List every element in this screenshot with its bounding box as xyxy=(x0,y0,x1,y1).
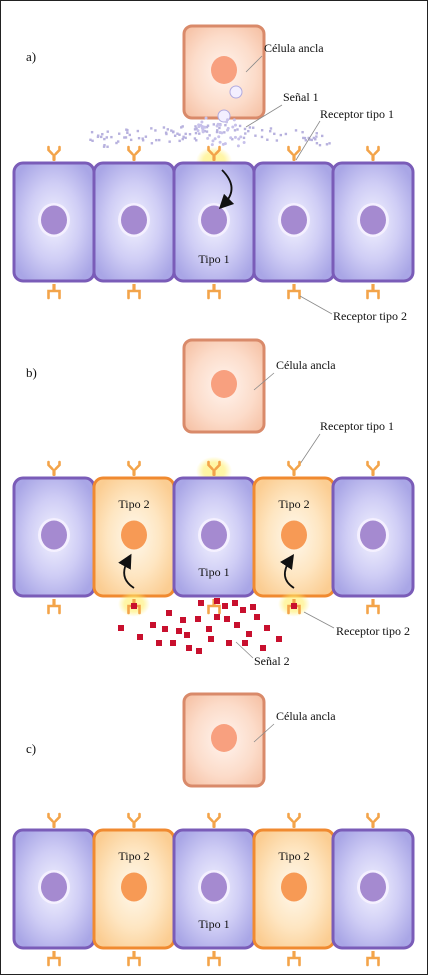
signal-1-leader xyxy=(245,104,283,128)
panel-a-receptor-top-5 xyxy=(366,145,380,161)
panel-c-receptor-top-1 xyxy=(47,812,61,828)
anchor-label-a: Célula ancla xyxy=(264,41,324,55)
panel-b-cell-4 xyxy=(252,476,336,598)
receptor-2-label-b: Receptor tipo 2 xyxy=(336,624,410,638)
receptor-1-label-a: Receptor tipo 1 xyxy=(320,107,394,121)
signal-arrow-a xyxy=(218,169,235,210)
panel-b-cell-2-label: Tipo 2 xyxy=(118,497,149,511)
panel-b-receptor-bottom-5 xyxy=(366,599,380,615)
panel-b-label: b) xyxy=(26,365,37,380)
panel-a-receptor-top-1 xyxy=(47,145,61,161)
panel-c-receptor-bottom-1 xyxy=(47,951,61,967)
panel-c-receptor-bottom-4 xyxy=(287,951,301,967)
signal-2-molecules xyxy=(118,598,282,654)
panel-a-receptor-bottom-3 xyxy=(207,284,221,300)
nucleus xyxy=(360,205,386,235)
nucleus xyxy=(121,520,147,550)
receptor-1-leader-a xyxy=(295,120,321,161)
signal-1-label: Señal 1 xyxy=(283,90,319,104)
anchor-leader-b xyxy=(253,372,275,391)
panel-a-cell-2 xyxy=(92,161,176,283)
receptor-2-leader-b xyxy=(303,611,335,629)
panel-a-receptor-bottom-5 xyxy=(366,284,380,300)
panel-c-cell-2-label: Tipo 2 xyxy=(118,849,149,863)
signal-2-leader xyxy=(235,641,254,659)
nucleus xyxy=(121,205,147,235)
panel-b-cell-3-label: Tipo 1 xyxy=(198,565,229,579)
signal-arrow-b-right xyxy=(280,554,295,589)
panel-a-label: a) xyxy=(26,49,36,64)
panel-a-cell-1 xyxy=(12,161,96,283)
signal-1-molecules xyxy=(89,116,331,148)
panel-c-receptor-bottom-5 xyxy=(366,951,380,967)
panel-c-label: c) xyxy=(26,741,36,756)
panel-b-receptor-top-2 xyxy=(127,460,141,476)
panel-b-receptor-top-5 xyxy=(366,460,380,476)
panel-b-receptor-top-1 xyxy=(47,460,61,476)
nucleus xyxy=(41,205,67,235)
panel-b-cell-2 xyxy=(92,476,176,598)
anchor-label-c: Célula ancla xyxy=(276,709,336,723)
panel-c-receptor-bottom-3 xyxy=(207,951,221,967)
nucleus xyxy=(201,205,227,235)
nucleus xyxy=(121,872,147,902)
anchor-leader-a xyxy=(245,55,263,73)
panel-b-receptor-top-3 xyxy=(207,460,221,476)
anchor-cell-c xyxy=(182,692,266,788)
receptor-2-leader-a xyxy=(299,295,333,315)
panel-c-cell-1 xyxy=(12,828,96,950)
nucleus xyxy=(41,872,67,902)
panel-a-cell-3-label: Tipo 1 xyxy=(198,252,229,266)
panel-c-receptor-top-4 xyxy=(287,812,301,828)
nucleus xyxy=(281,520,307,550)
receptor-2-label-a: Receptor tipo 2 xyxy=(333,309,407,323)
panel-c-receptor-top-3 xyxy=(207,812,221,828)
anchor-nucleus xyxy=(211,370,237,398)
nucleus xyxy=(360,520,386,550)
vesicle xyxy=(229,85,243,99)
panel-a-receptor-top-4 xyxy=(287,145,301,161)
nucleus xyxy=(201,520,227,550)
receptor-1-label-b: Receptor tipo 1 xyxy=(320,419,394,433)
panel-c-receptor-top-2 xyxy=(127,812,141,828)
panel-b-cell-5 xyxy=(331,476,415,598)
panel-b-cell-4-label: Tipo 2 xyxy=(278,497,309,511)
panel-a-cell-3 xyxy=(172,161,256,283)
anchor-cell-a xyxy=(182,24,266,120)
anchor-nucleus xyxy=(211,724,237,752)
anchor-label-b: Célula ancla xyxy=(276,358,336,372)
nucleus xyxy=(41,520,67,550)
panel-b-receptor-top-4 xyxy=(287,460,301,476)
panel-c-cell-4-label: Tipo 2 xyxy=(278,849,309,863)
panel-a-receptor-top-3 xyxy=(207,145,221,161)
nucleus xyxy=(360,872,386,902)
panel-c-cell-2 xyxy=(92,828,176,950)
panel-b-receptor-bottom-1 xyxy=(47,599,61,615)
panel-c-cell-3-label: Tipo 1 xyxy=(198,917,229,931)
panel-c-receptor-bottom-2 xyxy=(127,951,141,967)
panel-a-receptor-bottom-4 xyxy=(287,284,301,300)
nucleus xyxy=(281,205,307,235)
nucleus xyxy=(281,872,307,902)
panel-a-receptor-bottom-1 xyxy=(47,284,61,300)
panel-b-cell-1 xyxy=(12,476,96,598)
panel-c-receptor-top-5 xyxy=(366,812,380,828)
panel-a-cell-5 xyxy=(331,161,415,283)
signal-2-label: Señal 2 xyxy=(254,654,290,668)
panel-a-receptor-top-2 xyxy=(127,145,141,161)
panel-c-cell-5 xyxy=(331,828,415,950)
panel-a-cell-4 xyxy=(252,161,336,283)
signal-arrow-b-left xyxy=(118,553,135,589)
panel-a-receptor-bottom-2 xyxy=(127,284,141,300)
panel-b-cell-3 xyxy=(172,476,256,598)
nucleus xyxy=(201,872,227,902)
anchor-nucleus xyxy=(211,56,237,84)
anchor-leader-c xyxy=(253,723,275,743)
panel-c-cell-4 xyxy=(252,828,336,950)
anchor-cell-b xyxy=(182,338,266,434)
